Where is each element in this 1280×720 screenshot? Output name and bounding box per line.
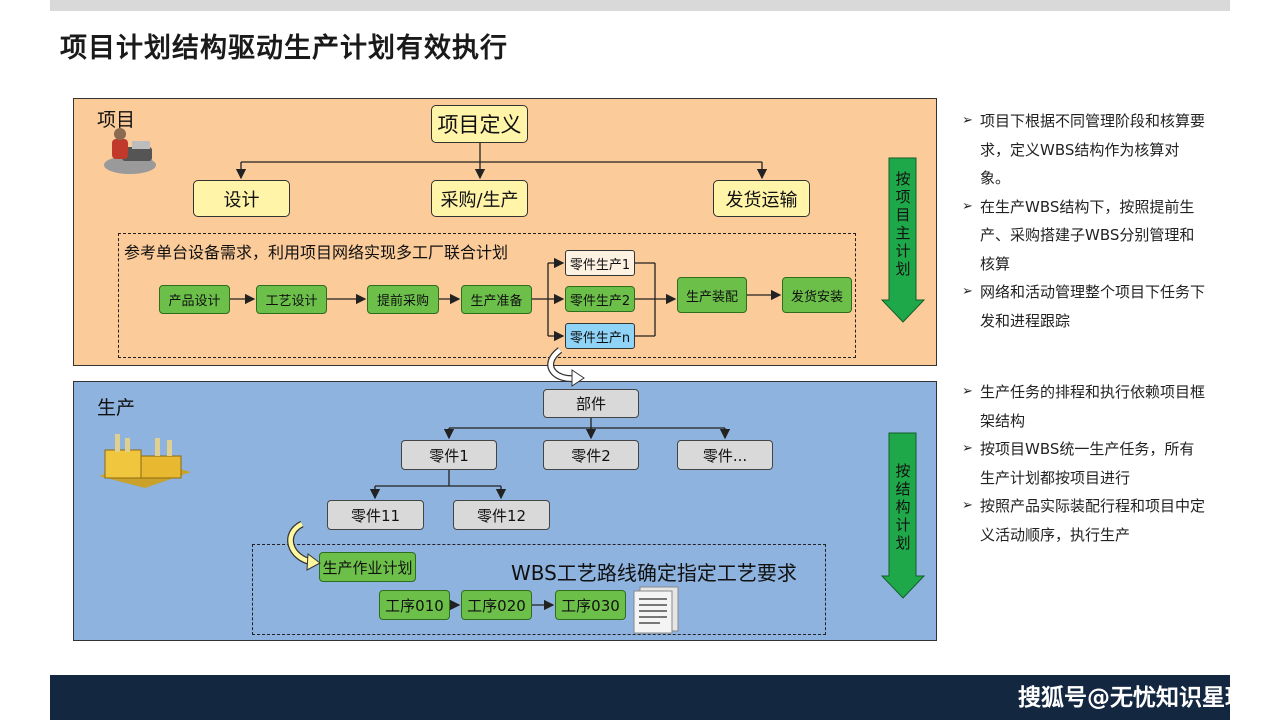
part-11-box: 零件11 [327, 500, 424, 530]
project-definition-box: 项目定义 [431, 105, 528, 143]
assembly-box: 生产装配 [677, 277, 747, 313]
part-1-box: 零件1 [401, 440, 497, 470]
project-network-frame [118, 233, 856, 358]
procurement-production-box: 采购/生产 [431, 180, 528, 217]
part-more-box: 零件... [677, 440, 773, 470]
bullets-bottom: 生产任务的排程和执行依赖项目框架结构 按项目WBS统一生产任务，所有生产计划都按… [962, 378, 1207, 549]
flow-step-2: 工艺设计 [256, 285, 327, 314]
work-plan-box: 生产作业计划 [319, 552, 416, 582]
bullet-item: 项目下根据不同管理阶段和核算要求，定义WBS结构作为核算对象。 [962, 107, 1207, 193]
routing-frame [252, 544, 826, 635]
flow-step-3: 提前采购 [367, 285, 439, 314]
network-caption: 参考单台设备需求，利用项目网络实现多工厂联合计划 [124, 243, 509, 262]
bullet-item: 网络和活动管理整个项目下任务下发和进程跟踪 [962, 278, 1207, 335]
parallel-part-2: 零件生产2 [565, 286, 635, 312]
bullet-item: 按项目WBS统一生产任务，所有生产计划都按项目进行 [962, 435, 1207, 492]
project-master-plan-label: 按项目主计划 [895, 170, 911, 278]
part-12-box: 零件12 [453, 500, 550, 530]
operation-010: 工序010 [379, 590, 450, 620]
shipping-box: 发货运输 [713, 180, 810, 217]
document-icon [633, 586, 679, 634]
install-box: 发货安装 [782, 277, 852, 313]
parallel-part-1: 零件生产1 [565, 250, 635, 276]
top-bar [50, 0, 1230, 11]
bullets-top: 项目下根据不同管理阶段和核算要求，定义WBS结构作为核算对象。 在生产WBS结构… [962, 107, 1207, 335]
bullet-item: 在生产WBS结构下，按照提前生产、采购搭建子WBS分别管理和核算 [962, 193, 1207, 279]
routing-caption: WBS工艺路线确定指定工艺要求 [511, 561, 797, 585]
component-box: 部件 [543, 389, 639, 418]
operation-030: 工序030 [555, 590, 626, 620]
part-2-box: 零件2 [543, 440, 639, 470]
flow-step-4: 生产准备 [461, 285, 532, 314]
manager-icon [104, 128, 156, 174]
bullet-item: 生产任务的排程和执行依赖项目框架结构 [962, 378, 1207, 435]
factory-icon [99, 434, 191, 488]
design-box: 设计 [193, 180, 290, 217]
production-label: 生产 [97, 397, 136, 419]
structure-plan-label: 按结构计划 [895, 462, 911, 552]
page-title: 项目计划结构驱动生产计划有效执行 [60, 33, 508, 64]
bullet-item: 按照产品实际装配行程和项目中定义活动顺序，执行生产 [962, 492, 1207, 549]
operation-020: 工序020 [461, 590, 532, 620]
project-label: 项目 [97, 109, 136, 131]
watermark: 搜狐号@无忧知识星球 [1018, 685, 1248, 711]
parallel-part-n: 零件生产n [565, 323, 635, 349]
footer-bar [50, 675, 1230, 720]
flow-step-1: 产品设计 [159, 285, 230, 314]
